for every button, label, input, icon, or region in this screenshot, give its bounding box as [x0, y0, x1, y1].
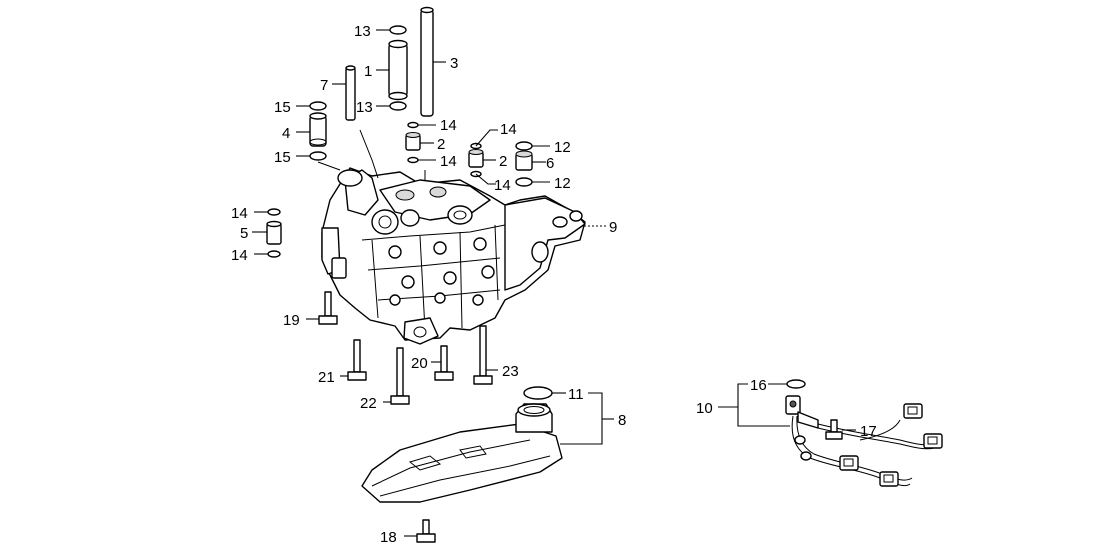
seal-ring-13-upper — [389, 25, 407, 35]
callout-2-left: 2 — [437, 136, 445, 153]
callout-10: 10 — [696, 400, 713, 417]
callout-22: 22 — [360, 395, 377, 412]
callout-6: 6 — [546, 155, 554, 172]
callout-5: 5 — [240, 225, 248, 242]
bolt-19 — [318, 291, 338, 325]
callout-1: 1 — [364, 63, 372, 80]
seal-ring-16 — [786, 379, 806, 389]
callout-2-right: 2 — [499, 153, 507, 170]
callout-7: 7 — [320, 77, 328, 94]
seal-ring-15-lower — [309, 151, 327, 161]
callout-9: 9 — [609, 219, 617, 236]
collar-part-2-right — [468, 149, 484, 168]
sleeve-part-1 — [388, 39, 408, 101]
callout-14-f: 14 — [231, 247, 248, 264]
leader-lines — [252, 29, 856, 537]
callout-20: 20 — [411, 355, 428, 372]
callout-16: 16 — [750, 377, 767, 394]
pipe-part-7 — [345, 65, 356, 121]
callout-13-upper: 13 — [354, 23, 371, 40]
seal-ring-15-upper — [309, 101, 327, 111]
callout-14-d: 14 — [494, 177, 511, 194]
callout-12-lower: 12 — [554, 175, 571, 192]
bolt-17 — [825, 419, 843, 440]
callout-21: 21 — [318, 369, 335, 386]
bolt-21 — [347, 339, 367, 381]
callout-14-a: 14 — [440, 117, 457, 134]
strainer-part-8 — [361, 403, 563, 503]
callout-labels: 13 1 3 7 15 13 4 15 14 2 14 14 2 14 12 6… — [231, 23, 877, 546]
o-ring-11 — [523, 386, 553, 400]
valve-body-assembly — [317, 129, 586, 345]
callout-12-upper: 12 — [554, 139, 571, 156]
seal-ring-13-lower — [389, 101, 407, 111]
collar-part-6 — [515, 150, 533, 171]
seal-ring-14-f — [267, 250, 281, 258]
callout-15-lower: 15 — [274, 149, 291, 166]
seal-ring-12-lower — [515, 177, 533, 187]
seal-ring-12-upper — [515, 141, 533, 151]
callout-23: 23 — [502, 363, 519, 380]
bolt-20 — [434, 345, 454, 381]
callout-3: 3 — [450, 55, 458, 72]
seal-ring-14-e — [267, 208, 281, 216]
speed-sensor-harness — [785, 395, 943, 487]
callout-11: 11 — [568, 386, 584, 403]
collar-part-2-left — [405, 132, 421, 151]
callout-13-lower: 13 — [356, 99, 373, 116]
callout-14-c: 14 — [500, 121, 517, 138]
sleeve-part-4 — [309, 112, 327, 147]
callout-18: 18 — [380, 529, 397, 546]
pipe-part-3 — [420, 6, 434, 117]
callout-14-e: 14 — [231, 205, 248, 222]
callout-4: 4 — [282, 125, 290, 142]
callout-15-upper: 15 — [274, 99, 291, 116]
seal-ring-14-a — [407, 121, 419, 129]
callout-17: 17 — [860, 423, 877, 440]
seal-ring-14-b — [407, 156, 419, 164]
collar-part-5 — [266, 220, 282, 245]
bolt-22 — [390, 347, 410, 405]
bolt-18 — [416, 519, 436, 543]
bolt-23 — [473, 325, 493, 385]
callout-14-b: 14 — [440, 153, 457, 170]
callout-8: 8 — [618, 412, 626, 429]
callout-19: 19 — [283, 312, 300, 329]
